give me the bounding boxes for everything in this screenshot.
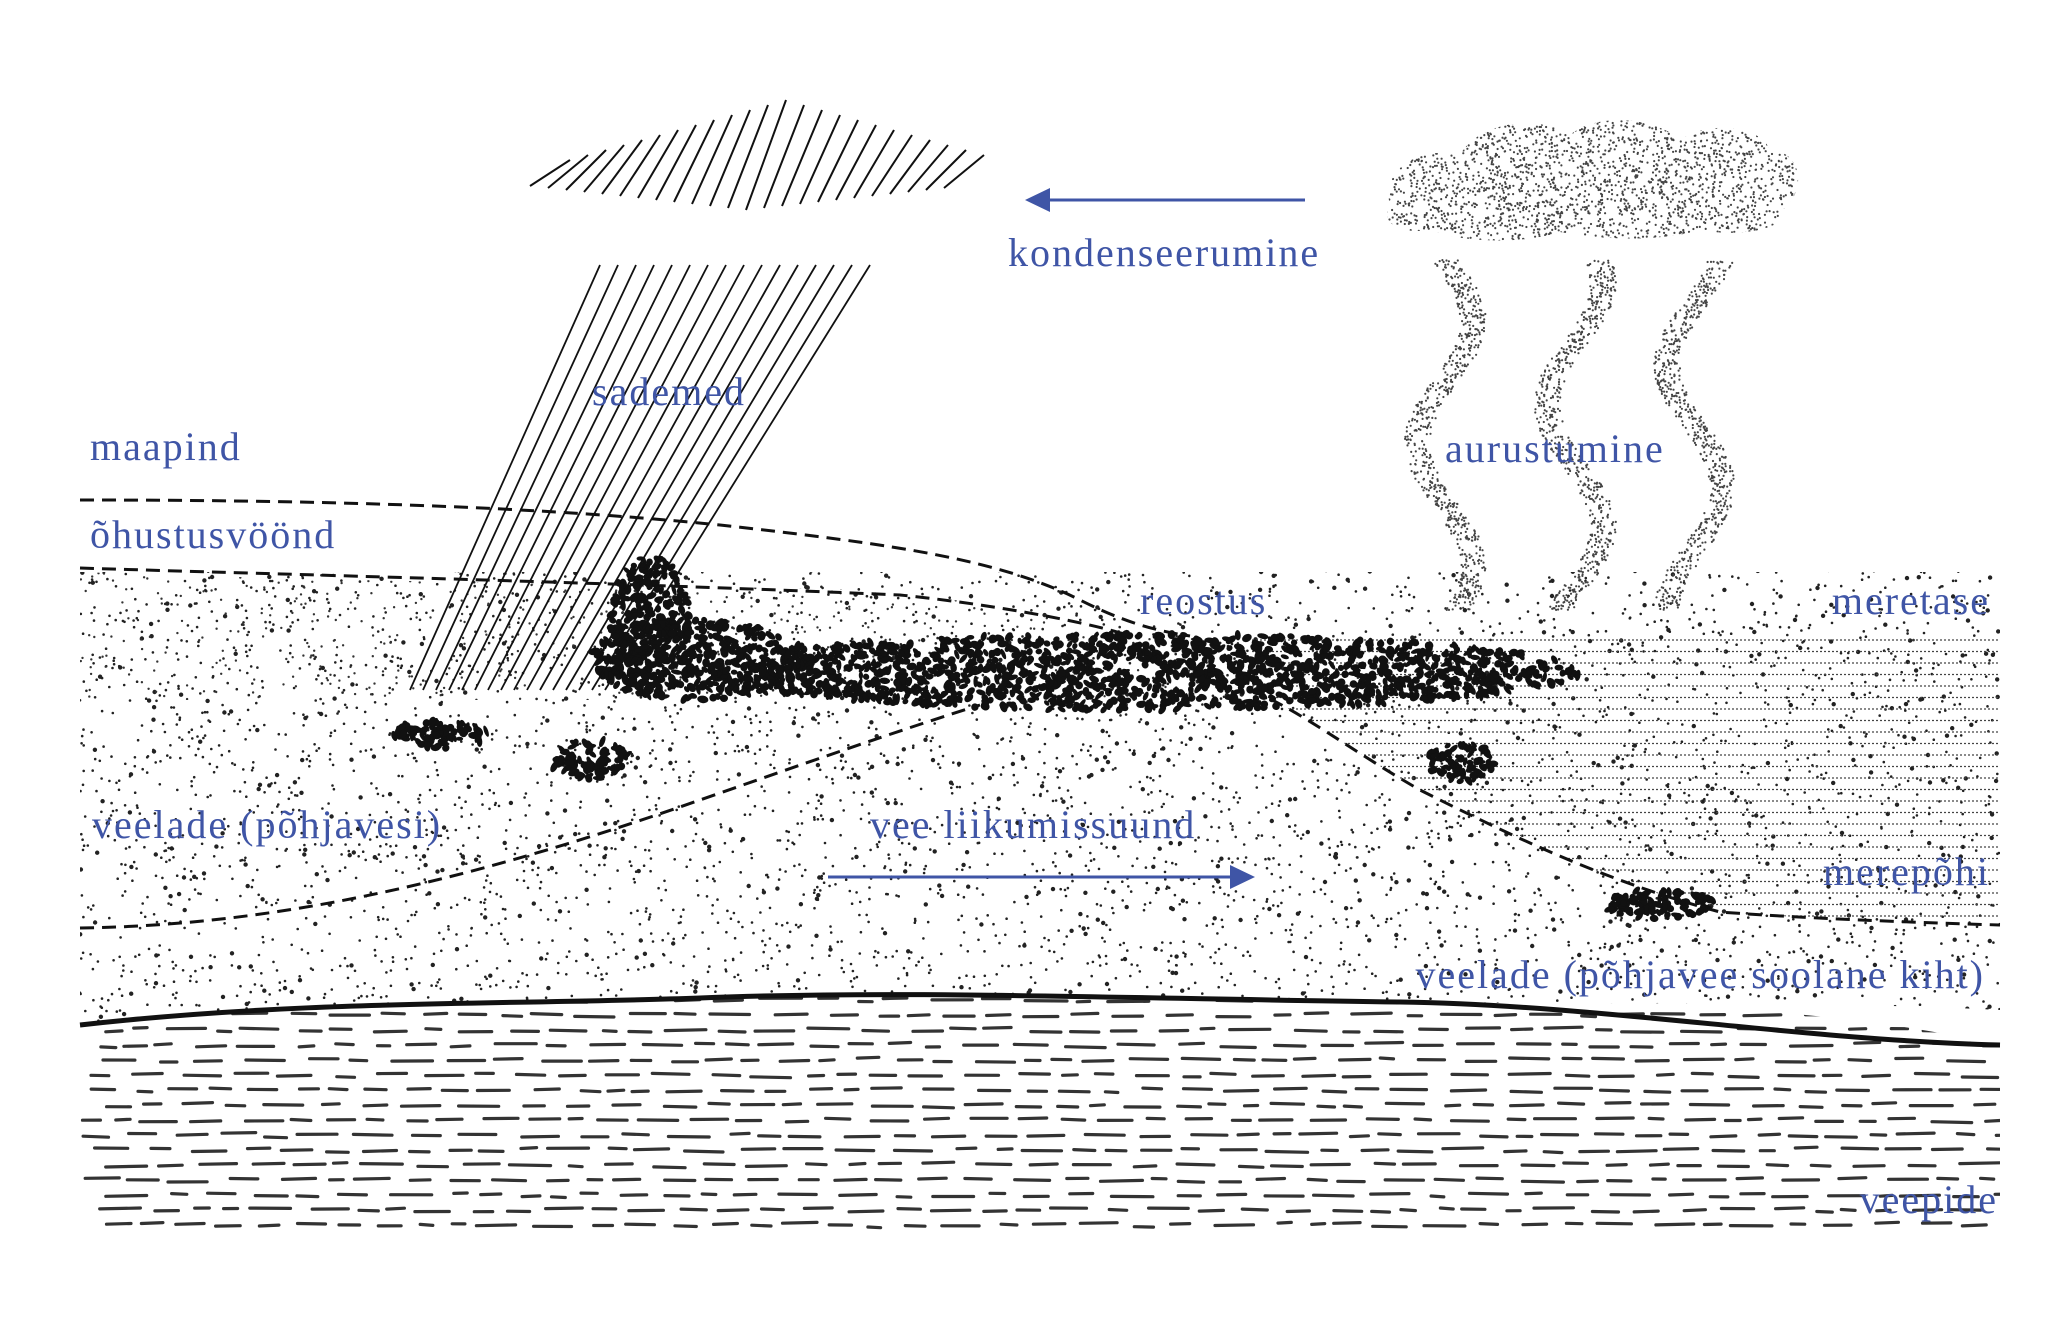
label-merepohi: merepõhi xyxy=(1823,849,1990,894)
rain-cloud-hatching xyxy=(529,99,985,211)
arrow-left-icon xyxy=(1025,188,1305,212)
aquitard-dash-texture xyxy=(80,995,2000,1230)
label-veelade-soolane: veelade (põhjavee soolane kiht) xyxy=(1415,952,1985,997)
sea-floor-line xyxy=(1249,688,2001,927)
fresh-saline-interface-line xyxy=(79,703,981,930)
aquitard-boundary-line xyxy=(79,992,2001,1048)
aquifer-dot-texture xyxy=(80,572,2000,1025)
arrow-right-icon xyxy=(828,865,1255,889)
label-vee-liikumissuund: vee liikumissuund xyxy=(870,802,1196,847)
label-veepide: veepide xyxy=(1860,1177,1998,1222)
ground-surface-line xyxy=(79,498,1191,638)
label-veelade-pohjavesi: veelade (põhjavesi) xyxy=(92,802,442,847)
label-maapind: maapind xyxy=(90,424,242,469)
precipitation-lines xyxy=(409,264,871,691)
cloud-stipple xyxy=(1386,120,1799,241)
water-table-line xyxy=(79,566,1131,638)
pollution-plume xyxy=(391,555,1717,923)
label-ohustusvoond: õhustusvöönd xyxy=(90,512,336,557)
label-aurustumine: aurustumine xyxy=(1445,426,1665,471)
label-meretase: meretase xyxy=(1832,578,1990,623)
label-sademed: sademed xyxy=(592,369,746,414)
label-kondenseerumine: kondenseerumine xyxy=(1008,230,1320,275)
label-reostus: reostus xyxy=(1140,578,1267,623)
